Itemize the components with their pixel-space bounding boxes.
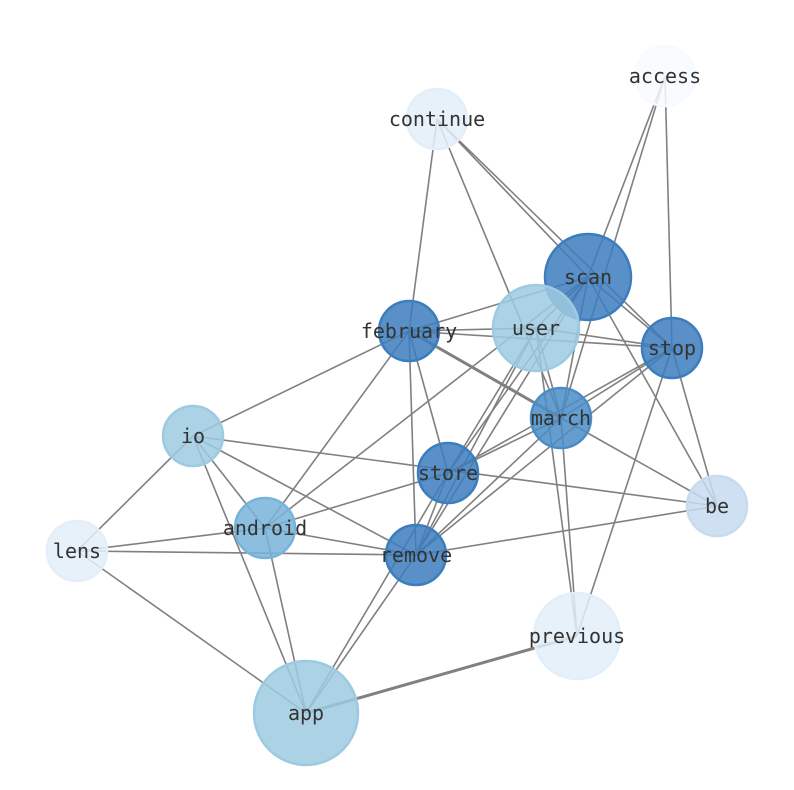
edge-io-remove: [192, 435, 417, 556]
node-circle[interactable]: [233, 496, 297, 560]
node-label: user: [512, 316, 560, 340]
edge-user-previous: [535, 327, 578, 637]
node-label: app: [288, 701, 324, 725]
node-label: march: [531, 406, 591, 430]
node-remove[interactable]: remove: [380, 523, 452, 587]
node-circle[interactable]: [384, 523, 448, 587]
node-circle[interactable]: [252, 659, 360, 767]
edges-layer: [76, 75, 718, 715]
node-android[interactable]: android: [223, 496, 307, 560]
node-circle[interactable]: [685, 474, 749, 538]
node-label: february: [361, 319, 457, 343]
node-user[interactable]: user: [491, 283, 581, 373]
edge-february-remove: [408, 330, 417, 556]
node-lens[interactable]: lens: [45, 519, 109, 583]
edge-continue-stop: [436, 118, 673, 349]
edge-continue-february: [408, 118, 438, 332]
node-circle[interactable]: [491, 283, 581, 373]
node-label: scan: [564, 265, 612, 289]
node-label: be: [705, 494, 729, 518]
node-label: continue: [389, 107, 485, 131]
node-io[interactable]: io: [161, 404, 225, 468]
node-access[interactable]: access: [629, 44, 701, 108]
edge-february-io: [192, 330, 410, 437]
node-label: stop: [648, 336, 696, 360]
edge-remove-be: [415, 505, 718, 556]
node-label: android: [223, 516, 307, 540]
node-app[interactable]: app: [252, 659, 360, 767]
node-label: access: [629, 64, 701, 88]
node-label: remove: [380, 543, 452, 567]
node-circle[interactable]: [161, 404, 225, 468]
node-previous[interactable]: previous: [529, 591, 625, 681]
node-label: previous: [529, 624, 625, 648]
node-circle[interactable]: [377, 299, 441, 363]
nodes-layer: access continue scan user february stop march i…: [45, 44, 749, 767]
node-circle[interactable]: [532, 591, 622, 681]
node-february[interactable]: february: [361, 299, 457, 363]
node-continue[interactable]: continue: [389, 87, 485, 151]
edge-lens-android: [76, 527, 266, 552]
edge-february-android: [264, 330, 410, 529]
node-label: lens: [53, 539, 101, 563]
node-store[interactable]: store: [416, 441, 480, 505]
edge-stop-remove: [415, 347, 673, 556]
edge-stop-previous: [576, 347, 673, 637]
node-circle[interactable]: [633, 44, 697, 108]
edge-access-stop: [664, 75, 673, 349]
node-circle[interactable]: [640, 316, 704, 380]
node-circle[interactable]: [45, 519, 109, 583]
node-circle[interactable]: [416, 441, 480, 505]
node-label: io: [181, 424, 205, 448]
edge-store-android: [264, 472, 449, 529]
node-circle[interactable]: [529, 386, 593, 450]
node-circle[interactable]: [405, 87, 469, 151]
node-be[interactable]: be: [685, 474, 749, 538]
node-march[interactable]: march: [529, 386, 593, 450]
node-stop[interactable]: stop: [640, 316, 704, 380]
edge-march-remove: [415, 417, 562, 556]
node-label: store: [418, 461, 478, 485]
